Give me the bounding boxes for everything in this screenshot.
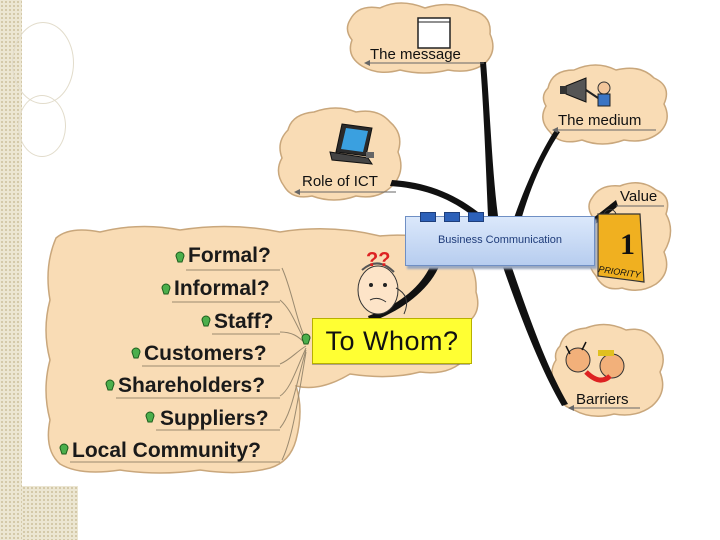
- laptop-icon: [329, 123, 374, 165]
- branch-line-medium: [512, 130, 560, 224]
- topic-tab: [444, 212, 460, 222]
- slide-border-left: [0, 0, 22, 540]
- branch-line-barriers: [502, 262, 568, 406]
- lightbulb-icon: [59, 251, 311, 455]
- question-marks: ??: [366, 249, 390, 271]
- central-topic-box[interactable]: Business Communication: [405, 212, 595, 266]
- topic-tab: [468, 212, 484, 222]
- decorative-swirl: [18, 95, 66, 157]
- branch-line-ict: [390, 180, 478, 214]
- note-icon: [417, 17, 451, 49]
- audience-item-informal[interactable]: Informal?: [174, 277, 270, 300]
- branch-label-barriers[interactable]: Barriers: [576, 391, 629, 408]
- priority-card-number: 1: [620, 228, 635, 261]
- branch-label-value[interactable]: Value: [620, 188, 658, 205]
- branch-label-ict[interactable]: Role of ICT: [302, 173, 378, 190]
- topic-tab: [420, 212, 436, 222]
- branch-label-medium[interactable]: The medium: [558, 112, 642, 129]
- audience-connectors: [70, 267, 307, 463]
- branch-line-message: [480, 62, 498, 216]
- branch-label-message[interactable]: The message: [370, 46, 461, 63]
- audience-item-staff[interactable]: Staff?: [214, 310, 274, 333]
- audience-item-customers[interactable]: Customers?: [144, 342, 267, 365]
- audience-item-suppliers[interactable]: Suppliers?: [160, 407, 269, 430]
- branch-line-to-whom: [368, 262, 440, 322]
- central-topic-label: Business Communication: [437, 234, 563, 246]
- audience-item-shareholders[interactable]: Shareholders?: [118, 374, 266, 397]
- megaphone-icon: [560, 77, 611, 107]
- audience-item-local-community[interactable]: Local Community?: [72, 439, 262, 462]
- arrowheads: [294, 60, 574, 411]
- slide-border-bottom: [22, 486, 78, 540]
- quarrel-faces-icon: [565, 341, 625, 383]
- branch-label-to-whom[interactable]: To Whom?: [312, 318, 472, 364]
- puzzled-face-icon: ??: [357, 249, 408, 315]
- priority-card-icon: 1 PRIORITY: [597, 209, 645, 283]
- label-underlines: [298, 62, 664, 409]
- audience-item-formal[interactable]: Formal?: [188, 244, 271, 267]
